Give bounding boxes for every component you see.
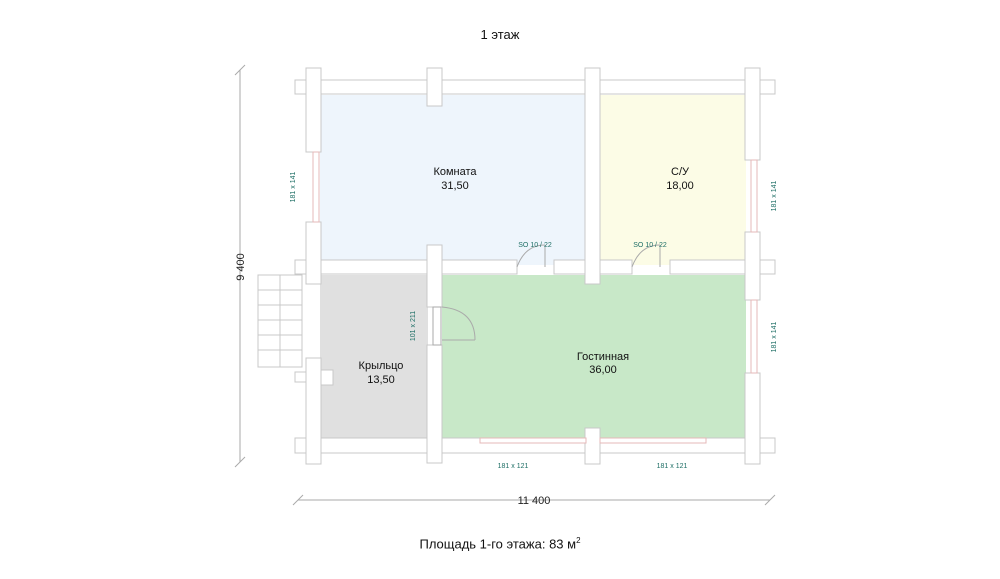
door-label-bathroom: SO 10 / 22	[633, 242, 667, 249]
room-name: Комната	[433, 166, 477, 178]
bathroom-area: 18,00	[666, 180, 694, 192]
windows	[312, 151, 758, 444]
window-label-bottom-right: 181 x 121	[657, 463, 688, 470]
bathroom-fill	[600, 95, 746, 265]
living-area: 36,00	[589, 364, 617, 376]
floor-area-unit-superscript: 2	[576, 536, 581, 545]
door-label-entrance: 101 x 211	[410, 311, 417, 341]
room-area: 31,50	[441, 180, 469, 192]
window-label-bottom-left: 181 x 121	[498, 463, 529, 470]
living-name: Гостинная	[577, 351, 629, 363]
height-dimension-label: 9 400	[235, 253, 247, 281]
porch-fill	[320, 275, 428, 438]
door-label-room: SO 10 / 22	[518, 242, 552, 249]
window-label-right-top: 181 x 141	[771, 181, 778, 212]
living-fill	[442, 275, 746, 438]
bathroom-name: С/У	[671, 166, 690, 178]
floor-area-text: Площадь 1-го этажа: 83 м	[419, 536, 577, 552]
width-dimension-label: 11 400	[518, 495, 551, 507]
floor-area-caption: Площадь 1-го этажа: 83 м2	[0, 536, 1000, 551]
window-label-right-bottom: 181 x 141	[771, 322, 778, 353]
porch-area: 13,50	[367, 374, 395, 386]
dimension-lines	[234, 64, 776, 506]
window-label-left-top: 181 x 141	[290, 172, 297, 203]
floor-title: 1 этаж	[480, 27, 520, 42]
doors	[432, 244, 661, 346]
porch-name: Крыльцо	[359, 360, 404, 372]
porch-stairs	[257, 274, 303, 368]
room-fill	[320, 95, 586, 265]
